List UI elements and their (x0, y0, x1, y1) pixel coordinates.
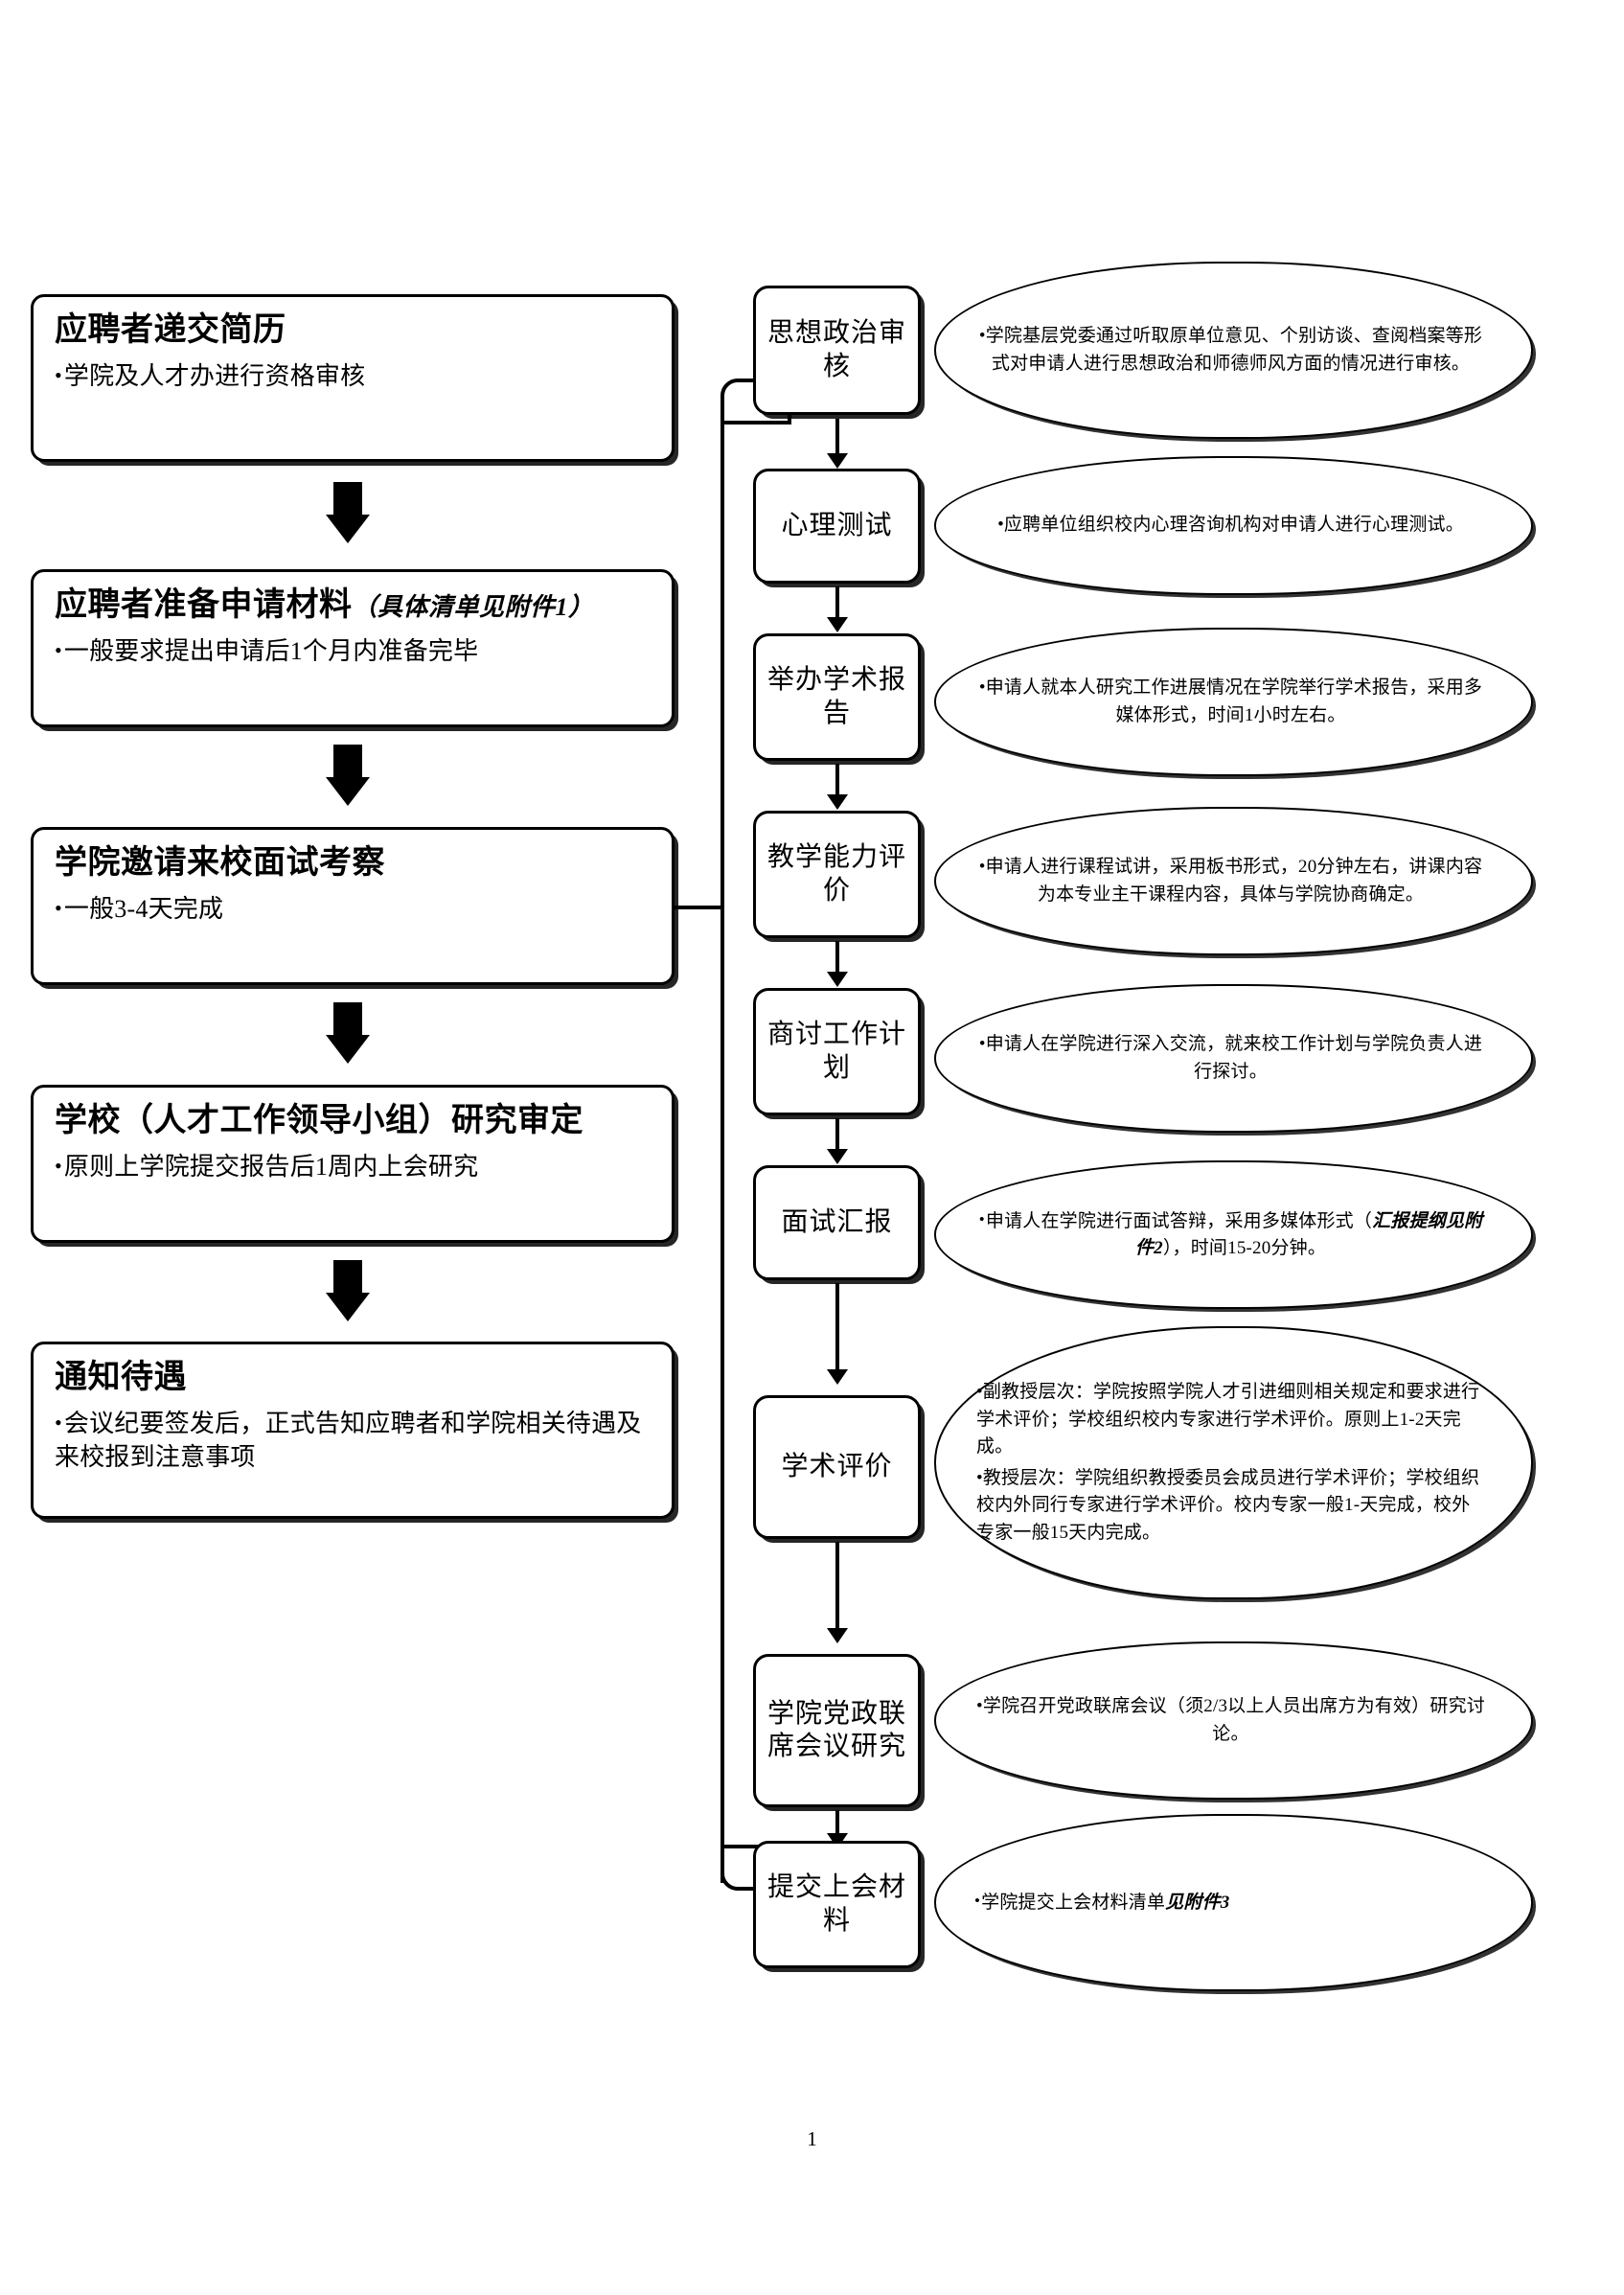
main-step-title-1: 应聘者递交简历 (55, 312, 286, 348)
annotation-bubble-6: •申请人在学院进行面试答辩，采用多媒体形式（汇报提纲见附件2），时间15-20分… (934, 1160, 1533, 1309)
annotation-bubble-8: •学院召开党政联席会议（须2/3以上人员出席方为有效）研究讨论。 (934, 1641, 1533, 1800)
main-step-bullet-1: •学院及人才办进行资格审核 (55, 361, 366, 390)
sub-step-box-8: 学院党政联席会议研究 (753, 1654, 921, 1807)
main-step-box-2: 应聘者准备申请材料（具体清单见附件1） •一般要求提出申请后1个月内准备完毕 (31, 569, 675, 727)
sub-flow-arrow-7-8 (826, 1542, 849, 1643)
sub-step-box-3: 举办学术报告 (753, 633, 921, 761)
main-step-title-3: 学院邀请来校面试考察 (55, 845, 385, 881)
sub-flow-arrow-1-2 (826, 419, 849, 469)
annotation-text-6-line: •申请人在学院进行面试答辩，采用多媒体形式（汇报提纲见附件2），时间15-20分… (978, 1209, 1483, 1259)
annotation-text-6: •申请人在学院进行面试答辩，采用多媒体形式（汇报提纲见附件2），时间15-20分… (936, 1207, 1531, 1263)
attachment-ref-2: 汇报提纲见附件2 (1134, 1210, 1483, 1259)
annotation-text-1: •学院基层党委通过听取原单位意见、个别访谈、查阅档案等形式对申请人进行思想政治和… (978, 326, 1483, 374)
sub-step-label-3: 举办学术报告 (766, 665, 906, 728)
annotation-bubble-4: •申请人进行课程试讲，采用板书形式，20分钟左右，讲课内容为本专业主干课程内容，… (934, 807, 1533, 955)
main-step-bullet-2: •一般要求提出申请后1个月内准备完毕 (55, 636, 479, 665)
annotation-text-7: •副教授层次：学院按照学院人才引进细则相关规定和要求进行学术评价；学校组织校内专… (976, 1382, 1480, 1543)
annotation-text-4: •申请人进行课程试讲，采用板书形式，20分钟左右，讲课内容为本专业主干课程内容，… (978, 857, 1483, 905)
attachment-ref-3: 见附件3 (1165, 1892, 1230, 1913)
flow-arrow-1-2 (326, 482, 370, 543)
flow-arrow-4-5 (326, 1260, 370, 1321)
annotation-text-2: •应聘单位组织校内心理咨询机构对申请人进行心理测试。 (997, 515, 1464, 536)
sub-step-box-4: 教学能力评价 (753, 811, 921, 938)
sub-step-label-7: 学术评价 (781, 1451, 893, 1481)
main-step-box-1: 应聘者递交简历 •学院及人才办进行资格审核 (31, 294, 675, 462)
sub-step-box-6: 面试汇报 (753, 1165, 921, 1280)
sub-flow-arrow-3-4 (826, 764, 849, 810)
annotation-text-9: •学院提交上会材料清单见附件3 (936, 1889, 1531, 1917)
sub-step-label-4: 教学能力评价 (766, 842, 906, 906)
sub-step-label-2: 心理测试 (781, 510, 893, 540)
annotation-bubble-2: •应聘单位组织校内心理咨询机构对申请人进行心理测试。 (934, 456, 1533, 595)
sub-step-box-2: 心理测试 (753, 469, 921, 584)
sub-step-box-7: 学术评价 (753, 1395, 921, 1539)
sub-step-label-6: 面试汇报 (781, 1206, 893, 1237)
main-step-box-3: 学院邀请来校面试考察 •一般3-4天完成 (31, 827, 675, 985)
flow-arrow-3-4 (326, 1002, 370, 1064)
annotation-bubble-9: •学院提交上会材料清单见附件3 (934, 1814, 1533, 1991)
annotation-text-9-line: •学院提交上会材料清单见附件3 (974, 1891, 1230, 1913)
main-step-bullet-4: •原则上学院提交报告后1周内上会研究 (55, 1152, 479, 1181)
annotation-text-5: •申请人在学院进行深入交流，就来校工作计划与学院负责人进行探讨。 (978, 1034, 1483, 1082)
main-step-bullet-5: •会议纪要签发后，正式告知应聘者和学院相关待遇及来校报到注意事项 (55, 1409, 642, 1471)
sub-step-label-9: 提交上会材料 (766, 1872, 906, 1936)
annotation-bubble-5: •申请人在学院进行深入交流，就来校工作计划与学院负责人进行探讨。 (934, 984, 1533, 1133)
annotation-text-8: •学院召开党政联席会议（须2/3以上人员出席方为有效）研究讨论。 (976, 1696, 1485, 1744)
sub-flow-arrow-2-3 (826, 586, 849, 632)
page-number: 1 (807, 2127, 817, 2150)
main-step-title-2: 应聘者准备申请材料（具体清单见附件1） (55, 587, 594, 623)
flow-arrow-2-3 (326, 745, 370, 806)
main-step-box-5: 通知待遇 •会议纪要签发后，正式告知应聘者和学院相关待遇及来校报到注意事项 (31, 1342, 675, 1519)
sub-flow-arrow-5-6 (826, 1118, 849, 1164)
annotation-bubble-3: •申请人就本人研究工作进展情况在学院举行学术报告，采用多媒体形式，时间1小时左右… (934, 628, 1533, 776)
sub-step-box-9: 提交上会材料 (753, 1841, 921, 1968)
main-step-title-4: 学校（人才工作领导小组）研究审定 (55, 1103, 583, 1138)
annotation-bubble-7: •副教授层次：学院按照学院人才引进细则相关规定和要求进行学术评价；学校组织校内专… (934, 1326, 1533, 1599)
main-step-box-4: 学校（人才工作领导小组）研究审定 •原则上学院提交报告后1周内上会研究 (31, 1085, 675, 1243)
sub-step-label-1: 思想政治审核 (766, 318, 906, 381)
sub-step-label-8: 学院党政联席会议研究 (766, 1698, 906, 1761)
annotation-text-3: •申请人就本人研究工作进展情况在学院举行学术报告，采用多媒体形式，时间1小时左右… (978, 677, 1483, 725)
sub-step-label-5: 商讨工作计划 (766, 1020, 906, 1083)
sub-flow-arrow-4-5 (826, 941, 849, 987)
main-step-title-5: 通知待遇 (55, 1360, 187, 1395)
annotation-bubble-1: •学院基层党委通过听取原单位意见、个别访谈、查阅档案等形式对申请人进行思想政治和… (934, 262, 1533, 439)
sub-step-box-1: 思想政治审核 (753, 286, 921, 415)
sub-step-box-5: 商讨工作计划 (753, 988, 921, 1115)
sub-flow-arrow-6-7 (826, 1283, 849, 1385)
main-step-bullet-3: •一般3-4天完成 (55, 894, 224, 923)
